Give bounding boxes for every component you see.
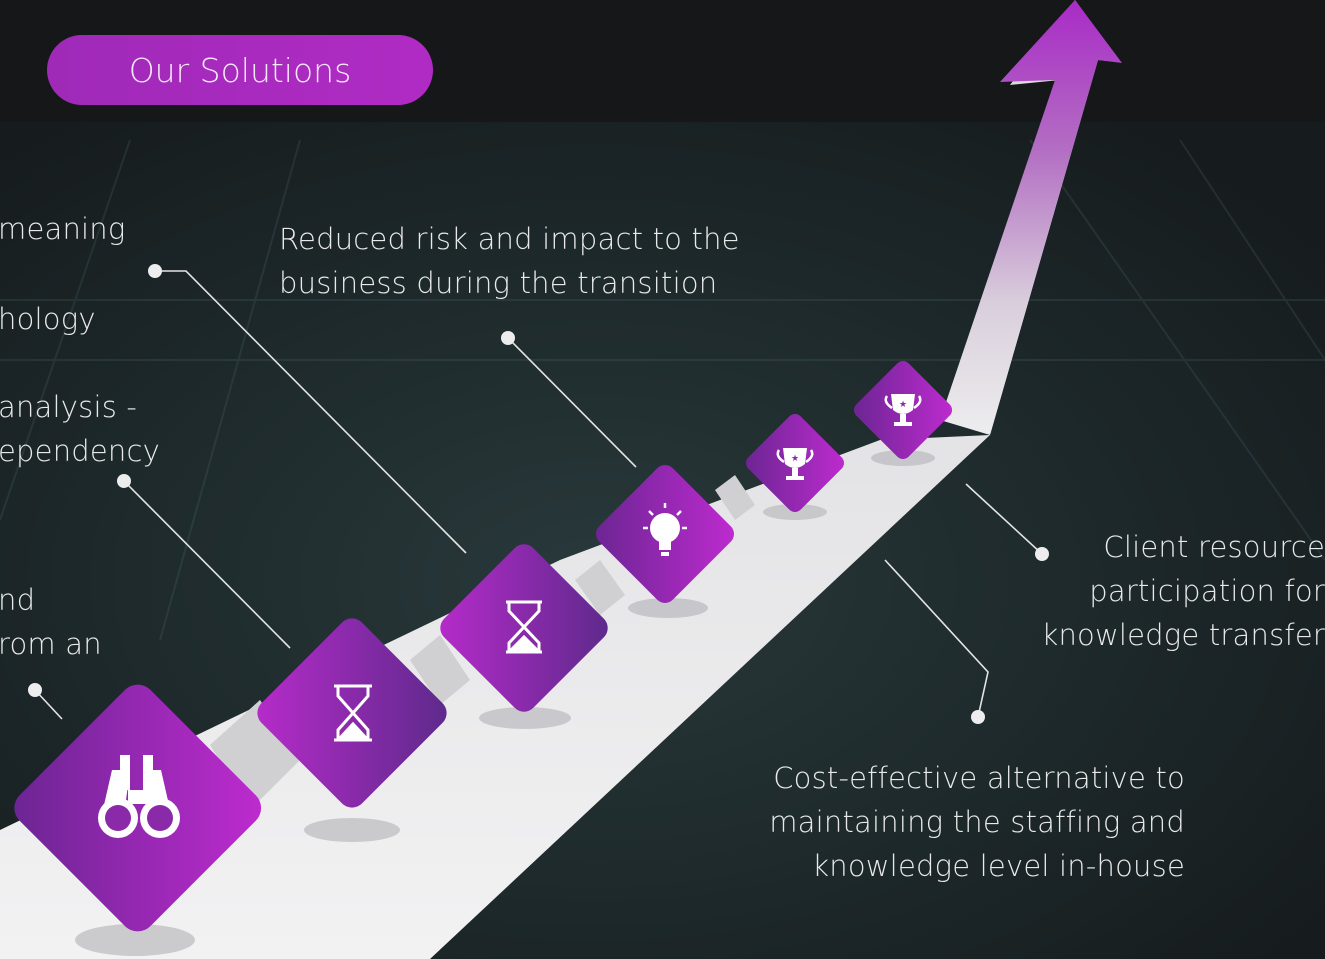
binoculars-icon [98,755,180,838]
backdrop-lines [0,139,1325,641]
page-title: Our Solutions [128,50,352,90]
step-tile-1 [14,684,262,932]
callout-client-resource-line-1: Client resource [1103,530,1325,564]
title-pill: Our Solutions [47,35,433,105]
left-text-line-1: meaning [0,212,126,246]
callout-client-resource-line-3: knowledge transfer [1041,618,1325,652]
trophy-icon-2: ★ [884,394,922,426]
hourglass-icon-2 [506,600,542,654]
left-text-line-2: hology [0,302,96,336]
growth-arrow [940,0,1122,435]
svg-text:★: ★ [791,454,799,464]
left-text-3: analysis - ependency [0,385,160,473]
callout-reduced-risk-line-2: business during the transition [279,266,718,300]
left-text-line-4: ependency [0,434,161,468]
callout-cost-effective-line-2: maintaining the staffing and [769,805,1185,839]
callout-client-resource: Client resource participation for knowle… [1041,525,1325,657]
callout-cost-effective-line-3: knowledge level in-house [812,849,1185,883]
left-text-1: meaning [0,207,125,251]
connector-lines [34,270,1043,720]
trophy-icon: ★ [776,448,814,480]
callout-cost-effective-line-1: Cost-effective alternative to [773,761,1185,795]
callout-cost-effective: Cost-effective alternative to maintainin… [769,756,1185,888]
svg-text:★: ★ [899,400,907,410]
lightbulb-icon [643,503,687,556]
left-text-2: hology [0,297,96,341]
hourglass-icon [334,684,372,742]
callout-reduced-risk: Reduced risk and impact to the business … [279,217,740,305]
left-text-line-6: rom an [0,627,102,661]
connector-dots [28,264,1049,724]
left-text-4: nd rom an [0,578,102,666]
left-text-line-3: analysis - [0,390,138,424]
callout-reduced-risk-line-1: Reduced risk and impact to the [279,222,740,256]
left-text-line-5: nd [0,583,36,617]
callout-client-resource-line-2: participation for [1089,574,1325,608]
